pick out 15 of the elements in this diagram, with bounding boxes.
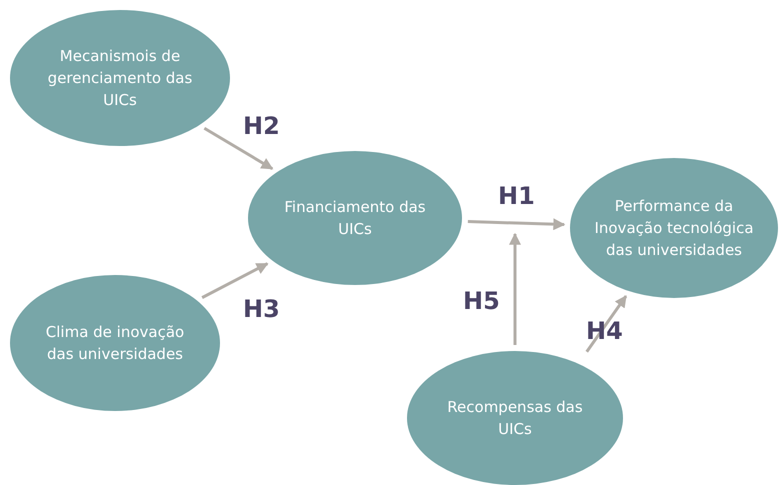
- node-label: Recompensas das UICs: [446, 397, 584, 440]
- node-label: Performance da Inovação tecnológica das universidades: [593, 196, 755, 261]
- arrow: [468, 218, 566, 230]
- arrow: [509, 232, 521, 345]
- node-label: Clima de inovação das universidades: [44, 322, 186, 365]
- arrow: [204, 126, 274, 170]
- edge-label: H3: [243, 295, 280, 323]
- edge-label: H5: [463, 287, 500, 315]
- edge-label: H2: [243, 112, 280, 140]
- edge-label: H4: [586, 317, 623, 345]
- edge-label: H1: [498, 182, 535, 210]
- node-label: Financiamento das UICs: [283, 197, 427, 240]
- arrow: [586, 295, 628, 353]
- node-label: Mecanismois de gerenciamento das UICs: [46, 46, 194, 111]
- arrow: [201, 262, 268, 299]
